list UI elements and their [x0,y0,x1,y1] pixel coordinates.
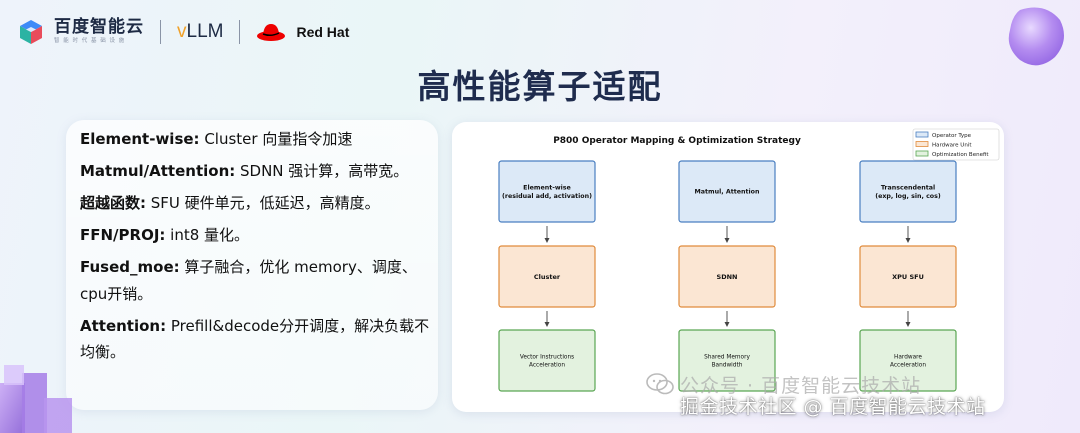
item-label: FFN/PROJ: [80,226,166,244]
item-label: Attention: [80,316,167,335]
benefit-box [498,329,596,392]
box-label: Matmul, Attention [695,189,760,196]
header-bar: 百度智能云 智 能 时 代 基 础 设 施 vLLM Red Hat [18,12,349,52]
baidu-cloud-logo-icon [20,20,42,44]
left-card [66,120,438,410]
list-item: 超越函数: SFU 硬件单元，低延迟，高精度。 [80,190,432,217]
decorative-blocks-icon [0,365,72,433]
box-label: XPU SFU [892,273,924,281]
list-item: Matmul/Attention: SDNN 强计算，高带宽。 [80,158,432,185]
item-text: Prefill&decode分开调度，解决负载不均衡。 [80,316,430,362]
operator-box [498,160,596,223]
box-label: Hardware [894,355,922,361]
operator-box [859,160,957,223]
operator-box [678,160,776,223]
item-text: int8 量化。 [165,226,250,244]
hardware-box [859,245,957,308]
redhat-hat-icon [257,24,286,41]
box-label: (residual add, activation) [502,193,592,200]
list-item: Attention: Prefill&decode分开调度，解决负载不均衡。 [80,313,432,366]
hardware-box [498,245,596,308]
brand-block: 百度智能云 智 能 时 代 基 础 设 施 [54,19,144,45]
legend-label: Operator Type [932,133,972,139]
box-label: Cluster [534,273,561,281]
vllm-text: LLM [186,21,224,42]
watermark-wechat: 公众号 · 百度智能云技术站 [680,375,922,397]
item-text: 算子融合，优化 memory、调度、cpu开销。 [80,258,417,303]
arrow-head [905,322,911,327]
item-label: Matmul/Attention: [80,162,236,180]
legend-label: Optimization Benefit [932,152,989,158]
item-label: 超越函数: [80,194,146,212]
arrow-head [724,322,730,327]
redhat-text: Red Hat [296,24,350,40]
brand-name: 百度智能云 [54,17,144,38]
brand-tagline: 智 能 时 代 基 础 设 施 [54,38,126,45]
arrow-head [905,238,911,243]
item-label: Fused_moe: [80,258,180,276]
legend-frame [912,128,1000,161]
decorative-blob-icon [1008,7,1064,66]
box-label: SDNN [717,273,738,281]
box-label: Transcendental [881,185,935,192]
box-label: Acceleration [529,362,565,368]
item-label: Element-wise: [80,130,200,148]
wechat-icon [646,373,674,395]
optimization-list: Element-wise: Cluster 向量指令加速 Matmul/Atte… [80,126,432,371]
header-divider [160,20,161,44]
legend-swatch [915,150,929,157]
list-item: Fused_moe: 算子融合，优化 memory、调度、cpu开销。 [80,254,432,307]
operator-mapping-diagram: P800 Operator Mapping & Optimization Str… [498,128,1000,392]
item-text: Cluster 向量指令加速 [199,130,353,148]
diagram-title: P800 Operator Mapping & Optimization Str… [553,136,801,146]
box-label: Bandwidth [712,362,743,368]
legend-label: Hardware Unit [932,143,972,149]
diagram-card: P800 Operator Mapping & Optimization Str… [452,122,1004,412]
benefit-box [859,329,957,392]
diagram-boxes: Element-wise(residual add, activation) Cl… [498,160,957,392]
arrow-head [724,238,730,243]
arrow-head [544,238,550,243]
header-divider-2 [239,20,241,44]
legend-swatch [915,131,929,138]
hardware-box [678,245,776,308]
box-label: Vector Instructions [520,355,574,361]
item-text: SFU 硬件单元，低延迟，高精度。 [146,194,380,212]
benefit-box [678,329,776,392]
box-label: Element-wise [523,185,571,192]
vllm-v: v [177,21,187,42]
arrow-head [544,322,550,327]
box-label: (exp, log, sin, cos) [875,193,941,200]
list-item: Element-wise: Cluster 向量指令加速 [80,126,432,153]
item-text: SDNN 强计算，高带宽。 [235,162,409,180]
vllm-logo: vLLM [177,21,223,43]
list-item: FFN/PROJ: int8 量化。 [80,222,432,249]
page-title: 高性能算子适配 [417,67,663,106]
watermark-juejin: 掘金技术社区 @ 百度智能云技术站 [680,396,986,418]
legend-swatch [915,141,929,147]
box-label: Shared Memory [704,355,750,361]
box-label: Acceleration [890,362,926,368]
